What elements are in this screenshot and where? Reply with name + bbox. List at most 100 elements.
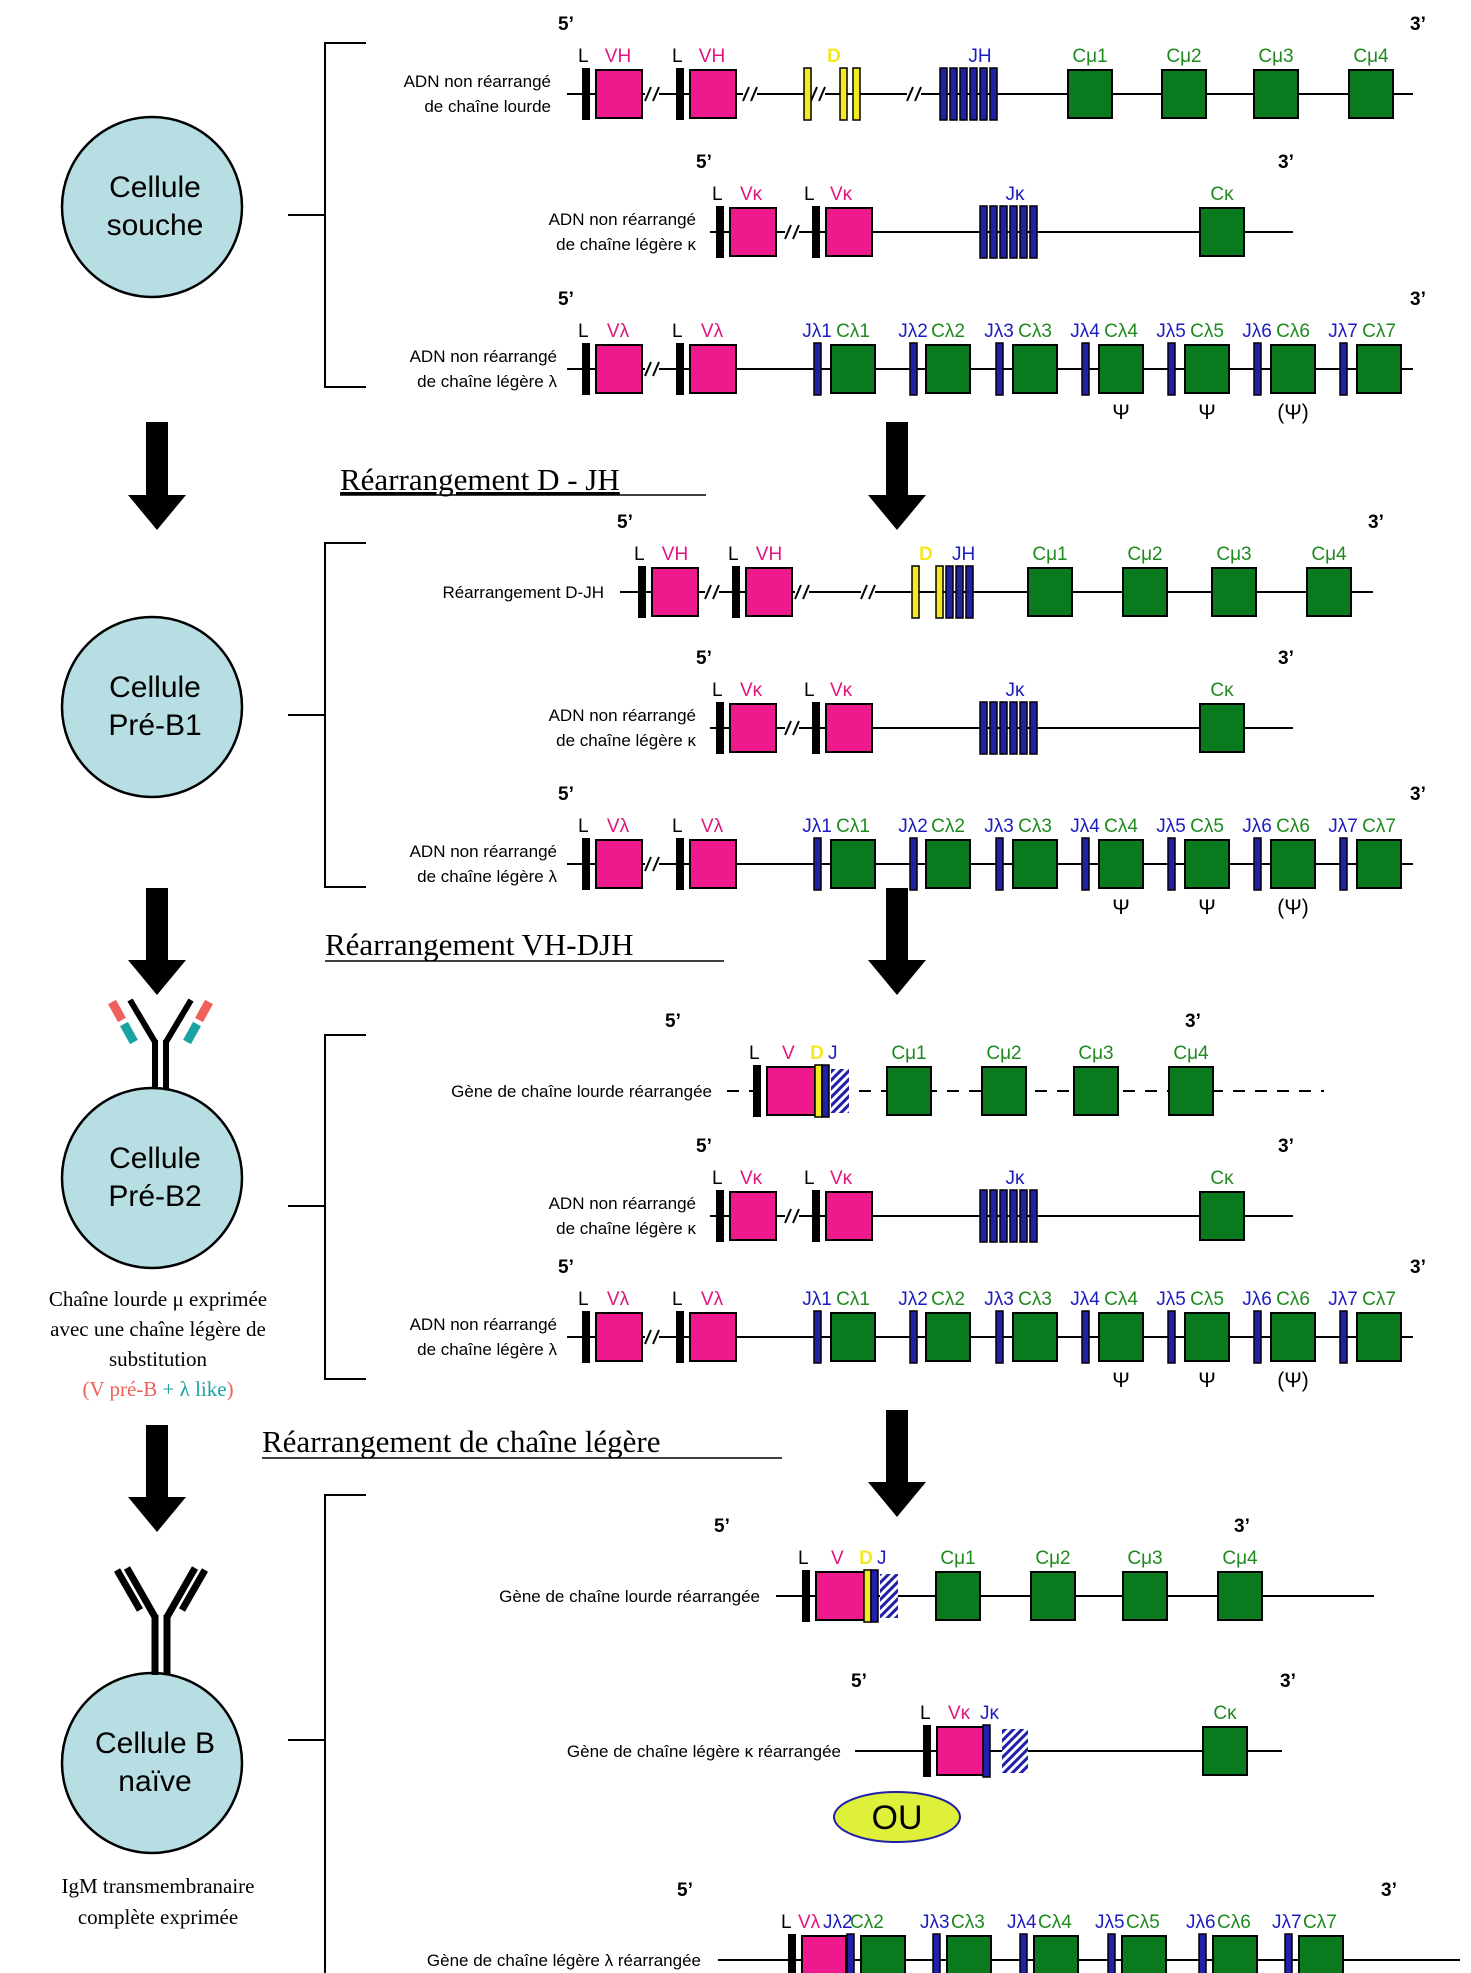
- c-segment: [935, 1571, 981, 1621]
- c-segment: [1199, 1191, 1245, 1241]
- j-segment: [945, 565, 954, 619]
- break-mark-icon: [802, 584, 810, 600]
- arrow-down-icon: [868, 888, 926, 995]
- leader-label: L: [578, 46, 589, 67]
- v-label: Vλ: [701, 1289, 724, 1310]
- c-label: Cμ3: [1127, 1548, 1162, 1569]
- j-segment: [1253, 1310, 1262, 1364]
- leader-segment: [676, 68, 684, 120]
- row-title: Gène de chaîne lourde réarrangée: [451, 1082, 712, 1101]
- c-label: Cλ3: [1018, 816, 1052, 837]
- strand-gap: [785, 1212, 799, 1220]
- j-segment: [982, 1724, 991, 1778]
- break-mark-icon: [712, 584, 720, 600]
- strand-gap: [645, 90, 659, 98]
- d-label: D: [827, 46, 841, 67]
- c-label: Cμ4: [1222, 1548, 1258, 1569]
- c-label: Cμ4: [1173, 1043, 1209, 1064]
- j-segment: [1009, 205, 1018, 259]
- leader-label: L: [749, 1043, 760, 1064]
- j-segment: [1339, 1310, 1348, 1364]
- v-label: Vλ: [607, 321, 630, 342]
- arrow-down-icon: [868, 1410, 926, 1517]
- c-label: Cμ2: [986, 1043, 1021, 1064]
- c-segment: [1184, 344, 1230, 394]
- row-title: Gène de chaîne légère λ réarrangée: [427, 1951, 701, 1970]
- d-segment: [839, 67, 848, 121]
- leader-label: L: [578, 1289, 589, 1310]
- cell-label-line1: Cellule: [109, 671, 201, 704]
- leader-segment: [638, 566, 646, 618]
- j-segment: [1339, 837, 1348, 891]
- j-segment: [1009, 701, 1018, 755]
- v-label: Vλ: [798, 1912, 821, 1933]
- c-label: Cλ5: [1190, 321, 1224, 342]
- j-label: Jλ6: [1242, 321, 1272, 342]
- leader-label: L: [712, 184, 723, 205]
- j-segment: [1029, 205, 1038, 259]
- three-prime-label: 3’: [1410, 784, 1426, 805]
- j-label: Jλ2: [898, 321, 928, 342]
- c-segment: [1121, 1935, 1167, 1973]
- bracket: [288, 1034, 366, 1380]
- j-segment: [1198, 1933, 1207, 1973]
- j-segment: [1019, 1189, 1028, 1243]
- c-segment: [925, 839, 971, 889]
- stage-title-vdj: Réarrangement VH-DJH: [325, 927, 633, 962]
- c-label: Cλ7: [1362, 321, 1396, 342]
- row-title: ADN non réarrangé: [410, 1315, 557, 1334]
- j-label: Jλ2: [898, 1289, 928, 1310]
- j-segment: [1081, 837, 1090, 891]
- leader-segment: [788, 1934, 796, 1973]
- c-segment: [1122, 1571, 1168, 1621]
- five-prime-label: 5’: [677, 1880, 693, 1901]
- v-segment: [729, 1191, 777, 1241]
- c-label: Cμ1: [940, 1548, 975, 1569]
- j-segment: [909, 837, 918, 891]
- strand-gap: [645, 1333, 659, 1341]
- v-segment: [936, 1726, 986, 1776]
- c-segment: [1348, 69, 1394, 119]
- v-label: Vλ: [701, 321, 724, 342]
- j-segment: [1029, 701, 1038, 755]
- break-mark-icon: [818, 86, 826, 102]
- j-segment: [939, 67, 948, 121]
- c-label: Cμ4: [1311, 544, 1347, 565]
- d-label: D: [919, 544, 933, 565]
- v-segment: [651, 567, 699, 617]
- break-mark-icon: [644, 1329, 652, 1345]
- pseudogene-label: Ψ: [1112, 896, 1130, 919]
- c-label: Cκ: [1210, 680, 1234, 701]
- j-segment: [995, 1310, 1004, 1364]
- j-label: Jλ5: [1095, 1912, 1125, 1933]
- d-segment: [863, 1569, 872, 1623]
- rearranged-j-segment: [831, 1069, 849, 1113]
- row-title: de chaîne lourde: [424, 97, 551, 116]
- v-segment: [689, 69, 737, 119]
- c-segment: [1211, 567, 1257, 617]
- pseudogene-label: Ψ: [1198, 896, 1216, 919]
- v-label: Vκ: [830, 1168, 853, 1189]
- cell-preb2: Cellule Pré-B2: [60, 1086, 244, 1270]
- v-segment: [689, 1312, 737, 1362]
- leader-label: L: [672, 816, 683, 837]
- j-segment: [1167, 1310, 1176, 1364]
- v-segment: [595, 839, 643, 889]
- five-prime-label: 5’: [696, 1136, 712, 1157]
- c-label: Cλ2: [931, 816, 965, 837]
- j-segment: [999, 701, 1008, 755]
- v-label: VH: [756, 544, 782, 565]
- row-title: Réarrangement D-JH: [442, 583, 604, 602]
- leader-segment: [676, 343, 684, 395]
- c-segment: [1306, 567, 1352, 617]
- break-mark-icon: [644, 361, 652, 377]
- c-label: Cμ1: [1072, 46, 1107, 67]
- c-segment: [1098, 344, 1144, 394]
- c-label: Cλ4: [1104, 1289, 1138, 1310]
- five-prime-label: 5’: [851, 1671, 867, 1692]
- c-label: Cμ3: [1078, 1043, 1113, 1064]
- v-segment: [595, 1312, 643, 1362]
- c-segment: [1356, 344, 1402, 394]
- j-label: Jκ: [1006, 1168, 1026, 1189]
